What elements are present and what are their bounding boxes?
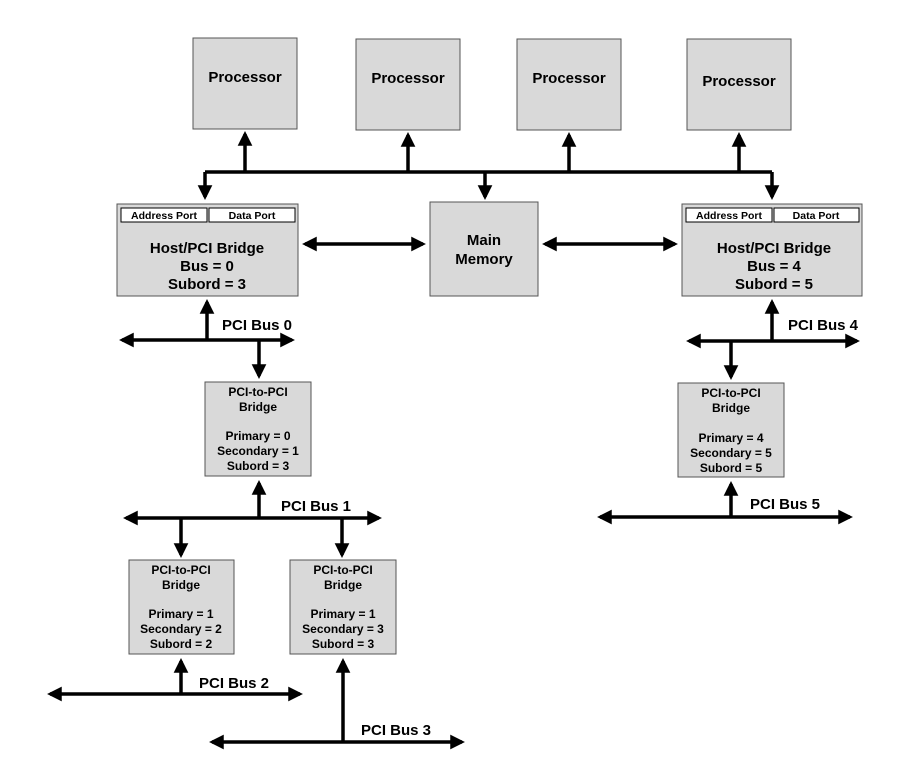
bridge-secondary: Secondary = 5 — [690, 446, 772, 460]
bridge-title-2: Bridge — [162, 578, 200, 592]
host-pci-bridge-left: Address Port Data Port Host/PCI Bridge B… — [116, 203, 299, 297]
address-port-label: Address Port — [131, 210, 197, 222]
address-port — [120, 207, 208, 223]
processor-2: Processor — [355, 38, 461, 131]
bridge-primary: Primary = 0 — [225, 429, 290, 443]
pci-to-pci-bridge-2: PCI-to-PCI Bridge Primary = 1 Secondary … — [128, 559, 235, 655]
pci-to-pci-bridge-4: PCI-to-PCI Bridge Primary = 4 Secondary … — [677, 382, 785, 478]
bridge-title-1: PCI-to-PCI — [313, 563, 372, 577]
bridge-primary: Primary = 1 — [148, 607, 213, 621]
processor-4: Processor — [686, 38, 792, 131]
bridge-subord: Subord = 3 — [312, 637, 375, 651]
processor-label: Processor — [208, 69, 282, 86]
bridge-title-2: Bridge — [239, 400, 277, 414]
data-port — [773, 207, 860, 223]
bridge-title-2: Bridge — [712, 401, 750, 415]
bridge-bus: Bus = 0 — [180, 258, 234, 275]
bridge-bus: Bus = 4 — [747, 258, 801, 275]
pci-bus-4-label: PCI Bus 4 — [788, 317, 859, 334]
bridge-primary: Primary = 4 — [698, 431, 763, 445]
processor-label: Processor — [532, 70, 606, 87]
memory-label-line2: Memory — [455, 251, 513, 268]
address-port-label: Address Port — [696, 210, 762, 222]
bridge-secondary: Secondary = 1 — [217, 444, 299, 458]
bridge-primary: Primary = 1 — [310, 607, 375, 621]
bridge-title-1: PCI-to-PCI — [701, 386, 760, 400]
bridge-title: Host/PCI Bridge — [150, 240, 264, 257]
main-memory: Main Memory — [429, 201, 539, 297]
bridge-secondary: Secondary = 3 — [302, 622, 384, 636]
address-port — [685, 207, 773, 223]
data-port-label: Data Port — [793, 210, 840, 222]
processor-3: Processor — [516, 38, 622, 131]
bridge-title-2: Bridge — [324, 578, 362, 592]
bridge-subord: Subord = 5 — [700, 461, 763, 475]
bridge-subord: Subord = 2 — [150, 637, 213, 651]
bridge-subord: Subord = 3 — [227, 459, 290, 473]
data-port — [208, 207, 296, 223]
memory-label-line1: Main — [467, 232, 501, 249]
pci-bus-2-label: PCI Bus 2 — [199, 675, 269, 692]
bridge-subord: Subord = 5 — [735, 276, 813, 293]
bridge-title: Host/PCI Bridge — [717, 240, 831, 257]
pci-bus-1-label: PCI Bus 1 — [281, 498, 351, 515]
pci-to-pci-bridge-3: PCI-to-PCI Bridge Primary = 1 Secondary … — [289, 559, 397, 655]
bridge-secondary: Secondary = 2 — [140, 622, 222, 636]
pci-bus-3-label: PCI Bus 3 — [361, 722, 431, 739]
pci-bus-0-label: PCI Bus 0 — [222, 317, 292, 334]
bridge-title-1: PCI-to-PCI — [228, 385, 287, 399]
pci-bus-5-label: PCI Bus 5 — [750, 496, 820, 513]
bridge-title-1: PCI-to-PCI — [151, 563, 210, 577]
host-pci-bridge-right: Address Port Data Port Host/PCI Bridge B… — [681, 203, 863, 297]
pci-to-pci-bridge-1: PCI-to-PCI Bridge Primary = 0 Secondary … — [204, 381, 312, 477]
data-port-label: Data Port — [229, 210, 276, 222]
processor-1: Processor — [192, 37, 298, 130]
processor-label: Processor — [702, 73, 776, 90]
bridge-subord: Subord = 3 — [168, 276, 246, 293]
processor-label: Processor — [371, 70, 445, 87]
